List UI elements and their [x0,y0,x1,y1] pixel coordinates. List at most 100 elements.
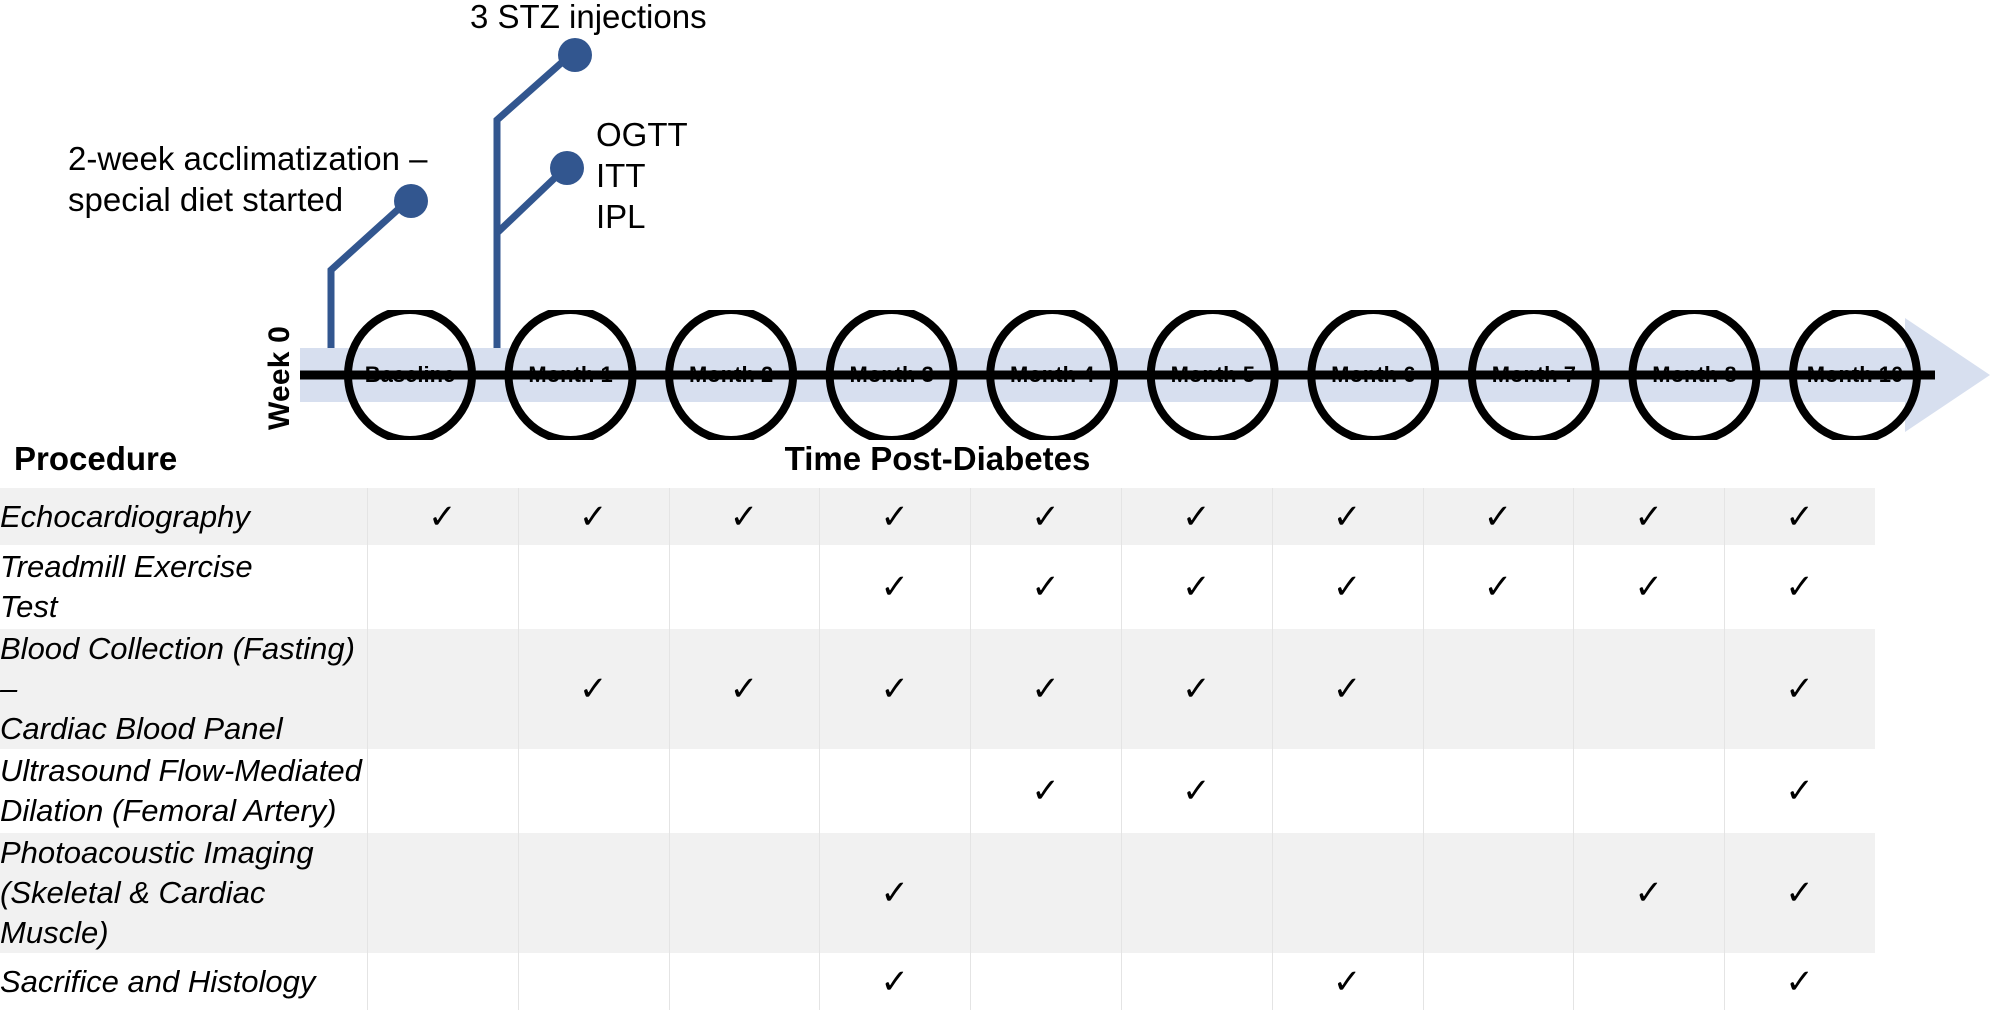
schedule-check-cell: ✓ [1573,833,1724,953]
timeline-node-circle [1628,310,1761,440]
schedule-check-cell: ✓ [518,488,669,545]
schedule-empty-cell [367,953,518,1010]
schedule-empty-cell [1272,833,1423,953]
procedure-name-cell: Blood Collection (Fasting) –Cardiac Bloo… [0,631,355,746]
timeline-node-circle [344,310,476,440]
schedule-check-cell: ✓ [970,629,1121,749]
schedule-empty-cell [518,833,669,953]
schedule-check-cell: ✓ [367,488,518,545]
schedule-empty-cell [669,749,820,833]
timeline-node-label: Month 2 [689,362,773,387]
schedule-check-cell: ✓ [669,488,820,545]
table-row: Echocardiography✓✓✓✓✓✓✓✓✓✓ [0,488,1875,545]
schedule-check-cell: ✓ [1272,545,1423,629]
schedule-empty-cell [367,749,518,833]
timeline-node-label: Month 3 [850,362,934,387]
timeline-node-circle [825,310,958,440]
acclimatization-leader-line [327,201,407,378]
schedule-empty-cell [367,545,518,629]
schedule-check-cell: ✓ [1724,488,1875,545]
schedule-check-cell: ✓ [518,629,669,749]
schedule-check-cell: ✓ [819,629,970,749]
schedule-empty-cell [669,953,820,1010]
timeline-node-label: Month 6 [1331,362,1415,387]
schedule-empty-cell [1423,629,1574,749]
timeline-node-circle [986,310,1119,440]
timeline-node-label: Month 4 [1010,362,1095,387]
schedule-empty-cell [367,833,518,953]
timeline-node-circle [1307,310,1440,440]
procedure-name-cell: Echocardiography [0,498,250,534]
schedule-empty-cell [819,749,970,833]
schedule-check-cell: ✓ [970,749,1121,833]
schedule-check-cell: ✓ [1573,545,1724,629]
time-post-diabetes-header: Time Post-Diabetes [784,440,1091,477]
schedule-table: Echocardiography✓✓✓✓✓✓✓✓✓✓Treadmill Exer… [0,488,1875,1010]
stz-leader-dot [558,38,592,72]
week-zero-label: Week 0 [245,140,296,430]
table-row: Sacrifice and Histology✓✓✓ [0,953,1875,1010]
procedure-name-cell: Sacrifice and Histology [0,963,316,999]
schedule-check-cell: ✓ [819,953,970,1010]
schedule-check-cell: ✓ [819,488,970,545]
timeline-node-label: Month 7 [1492,362,1576,387]
tests-label: OGTT ITT IPL [596,116,688,235]
table-header-row: Time Post-Diabetes Procedure [0,440,2008,488]
timeline-node-label: Month 10 [1807,362,1904,387]
stz-injections-label: 3 STZ injections [470,0,707,35]
timeline-node-circle [1789,310,1921,440]
schedule-check-cell: ✓ [970,488,1121,545]
schedule-empty-cell [1573,953,1724,1010]
schedule-check-cell: ✓ [1423,488,1574,545]
schedule-check-cell: ✓ [970,545,1121,629]
acclimatization-leader-dot [394,184,428,218]
schedule-empty-cell [1573,629,1724,749]
schedule-check-cell: ✓ [1121,545,1272,629]
schedule-check-cell: ✓ [1423,545,1574,629]
schedule-empty-cell [1423,953,1574,1010]
schedule-check-cell: ✓ [1121,629,1272,749]
schedule-empty-cell [367,629,518,749]
schedule-empty-cell [970,953,1121,1010]
schedule-check-cell: ✓ [1724,749,1875,833]
schedule-check-cell: ✓ [1272,953,1423,1010]
acclimatization-label: 2-week acclimatization – special diet st… [68,140,428,218]
schedule-check-cell: ✓ [1724,629,1875,749]
tests-leader-dot [550,151,584,185]
schedule-empty-cell [1573,749,1724,833]
schedule-check-cell: ✓ [1121,488,1272,545]
schedule-empty-cell [1121,953,1272,1010]
timeline-node-circle [665,310,798,440]
procedure-schedule: Time Post-Diabetes Procedure Echocardiog… [0,440,2008,1010]
schedule-check-cell: ✓ [819,545,970,629]
schedule-check-cell: ✓ [1272,488,1423,545]
timeline-node-circle [1467,310,1600,440]
timeline-node-label: Baseline [365,362,456,387]
schedule-empty-cell [518,749,669,833]
table-row: Blood Collection (Fasting) –Cardiac Bloo… [0,629,1875,749]
schedule-empty-cell [669,833,820,953]
schedule-check-cell: ✓ [1724,833,1875,953]
stz-leader-line [493,54,571,378]
schedule-check-cell: ✓ [1724,545,1875,629]
schedule-check-cell: ✓ [669,629,820,749]
schedule-empty-cell [518,953,669,1010]
table-row: Photoacoustic Imaging(Skeletal & Cardiac… [0,833,1875,953]
schedule-empty-cell [1423,833,1574,953]
schedule-check-cell: ✓ [1272,629,1423,749]
callout-leaders [327,38,592,378]
schedule-empty-cell [970,833,1121,953]
schedule-empty-cell [669,545,820,629]
tests-leader-line [494,170,563,236]
procedure-header: Procedure [14,440,178,477]
procedure-name-cell: Photoacoustic Imaging(Skeletal & Cardiac… [0,835,314,950]
schedule-empty-cell [1423,749,1574,833]
schedule-check-cell: ✓ [819,833,970,953]
schedule-empty-cell [1121,833,1272,953]
